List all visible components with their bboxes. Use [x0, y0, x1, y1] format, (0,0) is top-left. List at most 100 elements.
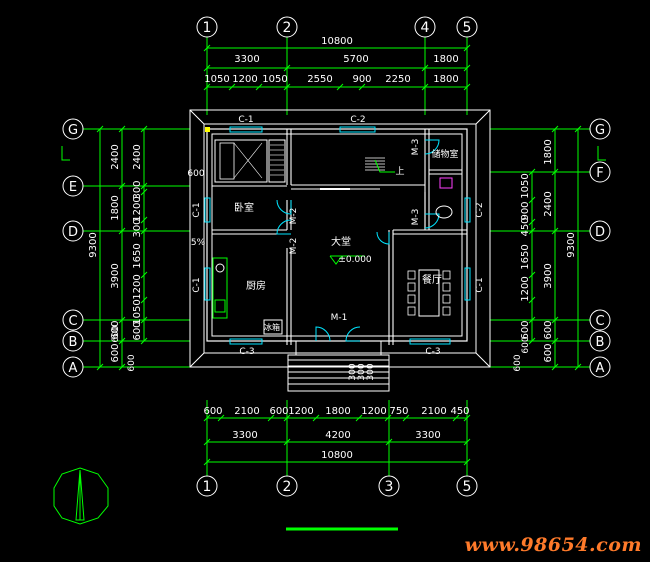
dim-line-left-inner-tick: [140, 271, 148, 279]
dim-stair-c: 300: [366, 363, 376, 380]
axis-bubble-right-A: A: [589, 356, 611, 378]
door-swing-kitchen: [276, 219, 292, 235]
dim-line-bottom-1-tick: [463, 414, 471, 422]
dim-top-2-c: 1800: [433, 54, 458, 65]
window: [409, 338, 451, 345]
window-label-c1-right: C-1: [475, 277, 485, 292]
dim-left-inner-d: 300: [132, 218, 143, 237]
dim-line-bottom-2-tick: [283, 438, 291, 446]
dim-stair-a: 300: [348, 363, 358, 380]
dim-line-bottom-1-tick: [355, 414, 363, 422]
door-label-m3-top: M-3: [411, 139, 421, 156]
dim-right-outer-c: 3900: [543, 263, 554, 288]
elevation-marker: [329, 255, 343, 265]
door-label-m1: M-1: [331, 313, 348, 323]
dim-line-left-inner-tick: [140, 182, 148, 190]
dim-top-3-b: 1200: [232, 74, 257, 85]
axis-bubble-left-D: D: [62, 220, 84, 242]
fridge: [263, 319, 283, 335]
dim-right-inner-d: 1650: [520, 244, 531, 269]
bed-cover-line: [233, 142, 263, 179]
window-label-c1-left-b: C-1: [192, 277, 202, 292]
dim-top-3-g: 1800: [433, 74, 458, 85]
dim-right-inner-a: 1050: [520, 173, 531, 198]
dim-line-left-inner-tick: [140, 296, 148, 304]
svg-text:G: G: [68, 123, 78, 138]
exterior-wall-outer: [206, 128, 468, 342]
entrance-steps-outline: [287, 354, 390, 392]
dim-line-bottom-total-tick: [203, 458, 211, 466]
dim-right-outer-e: 600: [543, 343, 554, 362]
dim-left-inner-f: 1200: [132, 274, 143, 299]
dim-line-bottom-2-tick: [463, 438, 471, 446]
dim-left-inner-a: 2400: [132, 144, 143, 169]
stair-up-label: 上: [395, 166, 404, 177]
dim-left-outer-e: 600: [110, 343, 121, 362]
dining-chair: [442, 306, 451, 316]
door-swing-bedroom: [276, 199, 292, 215]
dim-line-left-outer-tick: [118, 363, 126, 371]
bed: [214, 139, 268, 183]
svg-text:B: B: [69, 335, 78, 350]
dim-line-top-total-tick: [203, 44, 211, 52]
window-label-c2-top: C-2: [350, 115, 365, 125]
window: [464, 267, 471, 301]
door-label-m2-b: M-2: [289, 238, 299, 255]
toilet: [435, 205, 453, 219]
svg-text:A: A: [69, 361, 78, 376]
dim-bottom-1-d: 1200: [288, 406, 313, 417]
axis-bubble-top-1: 1: [196, 16, 218, 38]
corner-marker: [205, 127, 210, 132]
dining-chair: [407, 294, 416, 304]
room-label-storage: 储物室: [431, 148, 458, 160]
stove-burner: [215, 263, 225, 273]
axis-bubble-top-5: 5: [456, 16, 478, 38]
dim-line-right-inner-tick: [528, 271, 536, 279]
fridge-label: 冰箱: [264, 322, 280, 332]
dim-line-bottom-1-tick: [217, 414, 225, 422]
window: [204, 267, 211, 301]
axis-bubble-left-B: B: [62, 330, 84, 352]
dim-bottom-2-b: 4200: [325, 430, 350, 441]
bath-sink: [439, 177, 453, 189]
window-label-c2-right: C-2: [475, 202, 485, 217]
svg-text:5: 5: [463, 20, 472, 36]
svg-text:E: E: [69, 180, 77, 195]
elevation-label: ±0.000: [338, 255, 372, 265]
dim-left-outer-b: 1800: [110, 195, 121, 220]
dim-left-inner-g: 1050: [132, 299, 143, 324]
dining-chair: [442, 294, 451, 304]
room-label-hall: 大堂: [331, 235, 351, 248]
dim-left-outer-c: 3900: [110, 263, 121, 288]
dim-right-outer-d: 600: [543, 320, 554, 339]
dim-top-3-c: 1050: [262, 74, 287, 85]
dim-line-right-inner-tick: [528, 218, 536, 226]
axis-bubble-bottom-3: 3: [378, 475, 400, 497]
svg-text:4: 4: [421, 20, 430, 36]
dim-top-total: 10800: [321, 36, 353, 47]
dim-line-top-3-tick: [203, 83, 211, 91]
dim-line-right-inner-tick: [528, 196, 536, 204]
dining-chair: [442, 282, 451, 292]
dim-top-3-a: 1050: [204, 74, 229, 85]
dim-line-top-3-tick: [228, 83, 236, 91]
room-label-kitchen: 厨房: [246, 279, 266, 292]
eave-line-top: [189, 109, 491, 125]
svg-text:1: 1: [203, 479, 212, 495]
dim-right-inner-e: 1200: [520, 276, 531, 301]
dim-bottom-total: 10800: [321, 450, 353, 461]
dim-bottom-1-g: 750: [389, 406, 408, 417]
dim-line-right-outer-tick: [551, 337, 559, 345]
axis-bubble-top-4: 4: [414, 16, 436, 38]
dim-line-right-inner-tick: [528, 316, 536, 324]
axis-bubble-right-C: C: [589, 309, 611, 331]
dim-line-right-outer-tick: [551, 363, 559, 371]
door-swing-bath: [424, 213, 440, 229]
svg-text:C: C: [595, 314, 604, 329]
axis-bubble-right-D: D: [589, 220, 611, 242]
door-label-m3-b: M-3: [411, 209, 421, 226]
dim-line-top-2-tick: [283, 64, 291, 72]
dim-left-outer-a: 2400: [110, 144, 121, 169]
window-label-c3-left: C-3: [239, 347, 254, 357]
door-label-m2-a: M-2: [289, 208, 299, 225]
